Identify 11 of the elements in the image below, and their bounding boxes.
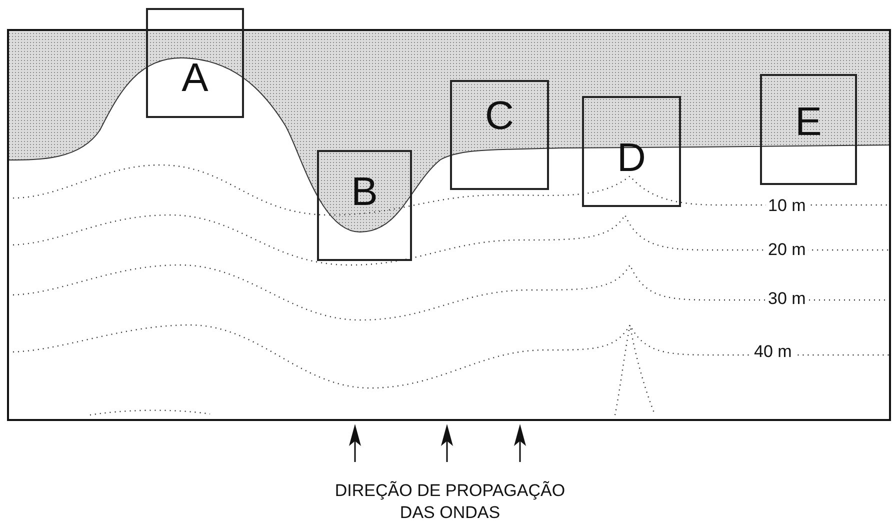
- area-letter: B: [351, 172, 378, 212]
- caption-text: DIREÇÃO DE PROPAGAÇÃO DAS ONDAS: [334, 480, 566, 524]
- area-frame: [317, 150, 412, 261]
- area-frame: [146, 8, 244, 118]
- area-letter: A: [182, 58, 208, 98]
- area-letter: C: [485, 96, 514, 136]
- area-frame: [450, 80, 549, 190]
- area-letter: D: [617, 138, 646, 178]
- area-frame: [760, 74, 857, 185]
- area-frame: [582, 96, 681, 207]
- area-letter: E: [795, 102, 822, 142]
